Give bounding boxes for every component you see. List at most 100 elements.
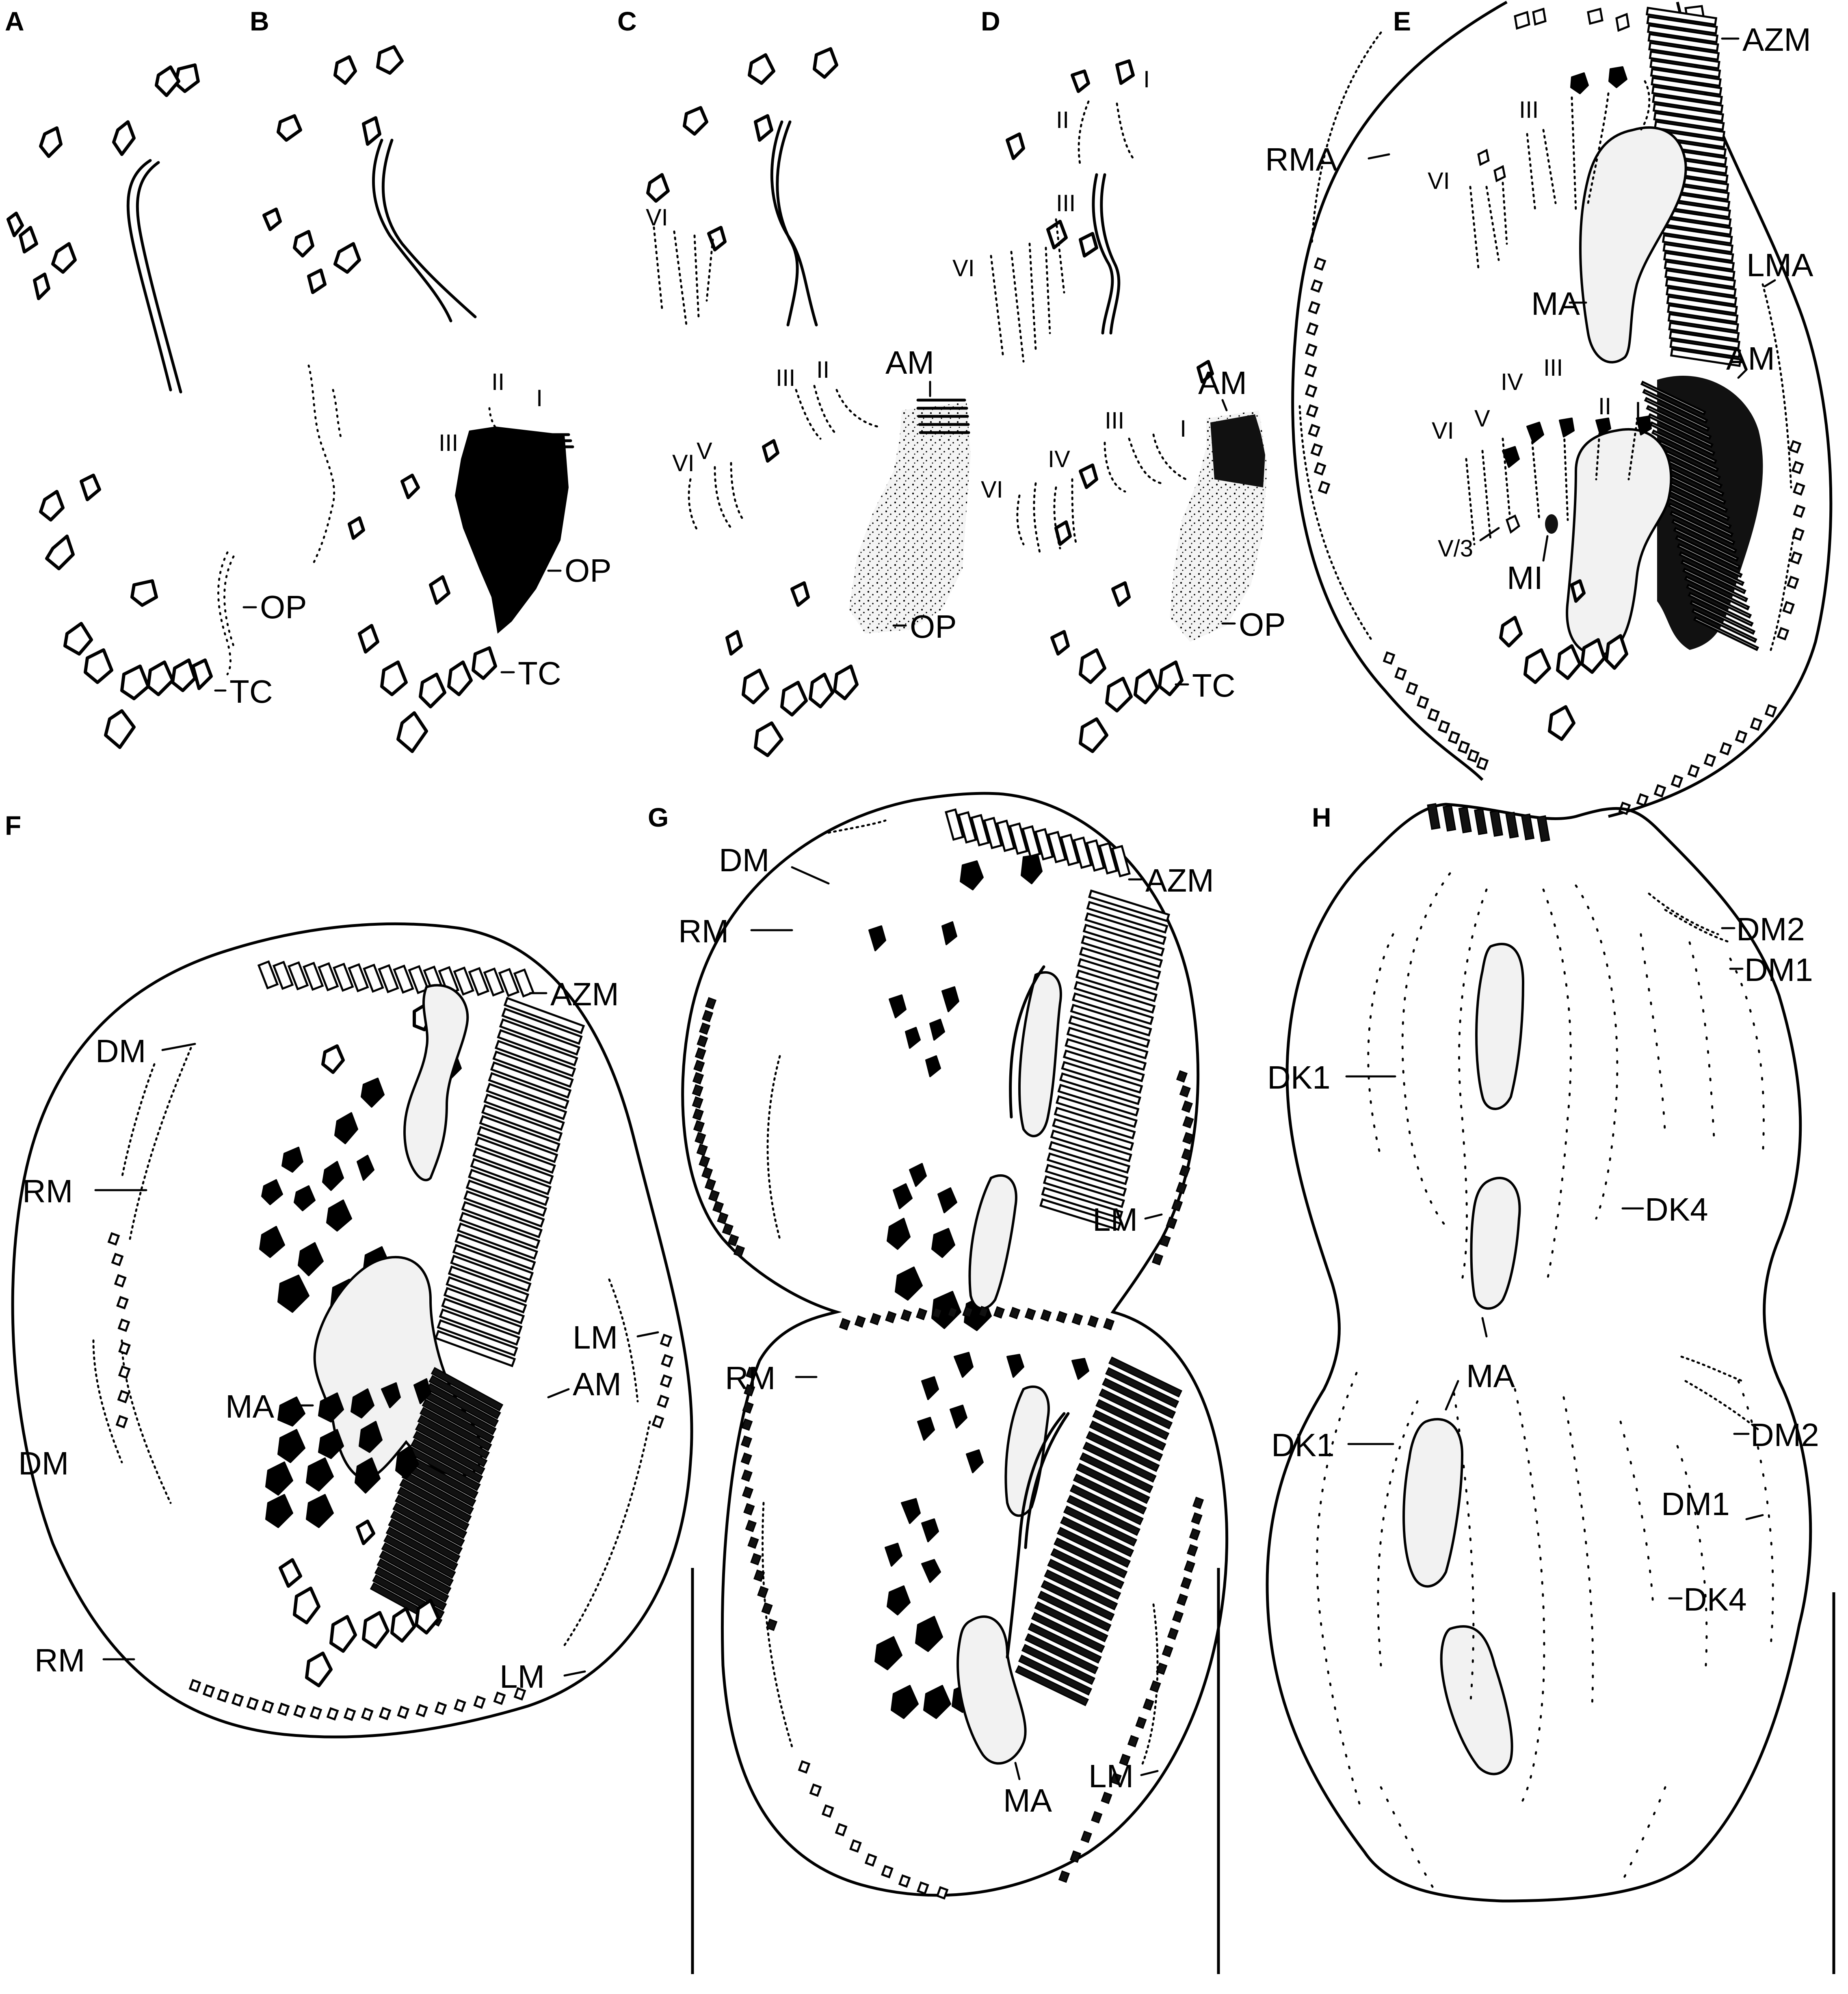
membranelle xyxy=(513,968,535,998)
membranelle xyxy=(452,1244,534,1282)
membranelle xyxy=(1647,33,1719,52)
marginal-cirrus xyxy=(651,1415,664,1429)
label-iv-e: IV xyxy=(1501,369,1523,395)
membranelle xyxy=(1474,808,1488,835)
label-iii-e-upper: III xyxy=(1519,97,1539,123)
marginal-cirrus xyxy=(1191,1512,1203,1525)
membranelle xyxy=(1071,992,1154,1025)
panel-letter-e: E xyxy=(1393,6,1411,36)
marginal-cirrus xyxy=(1750,717,1763,731)
marginal-cirrus xyxy=(1318,481,1331,494)
svg-text:LMA: LMA xyxy=(1746,247,1813,283)
marginal-cirrus xyxy=(1405,682,1418,695)
oral-primordium-d xyxy=(1170,410,1267,642)
marginal-cirrus xyxy=(660,1374,673,1388)
membranelle xyxy=(1442,805,1456,832)
membranelle xyxy=(348,963,369,992)
membranelle xyxy=(1667,304,1739,323)
marginal-cirrus xyxy=(916,1881,929,1895)
panel-letter-b: B xyxy=(250,6,269,36)
marginal-cirrus xyxy=(415,1704,428,1717)
marginal-rows-g xyxy=(762,819,1159,1768)
marginal-cirrus xyxy=(379,1706,392,1721)
marginal-cirrus xyxy=(993,1306,1005,1319)
membranelle xyxy=(428,1375,501,1420)
marginal-cirrus xyxy=(1394,667,1407,681)
marginal-cirrus xyxy=(1119,1754,1131,1766)
marginal-cirrus xyxy=(1671,774,1684,788)
marginal-cirrus xyxy=(693,1120,705,1133)
membranelle xyxy=(1068,1015,1151,1048)
marginal-cirrus xyxy=(692,1084,703,1097)
membranelle xyxy=(501,1007,583,1045)
marginal-cirrus xyxy=(962,1306,974,1319)
nuclei-g-proter xyxy=(968,965,1062,1310)
marginal-cirrus xyxy=(309,1706,322,1720)
membranelle xyxy=(1052,1118,1134,1151)
marginal-cirrus xyxy=(493,1691,506,1705)
marginal-cirrus xyxy=(692,1108,704,1121)
marginal-cirrus xyxy=(117,1318,130,1332)
oral-primordium-c xyxy=(849,398,971,634)
label-ii-b: II xyxy=(491,369,504,395)
marginal-cirrus xyxy=(1636,793,1649,807)
membranelle xyxy=(1108,1356,1183,1398)
marginal-cirrus xyxy=(246,1697,259,1710)
marginal-cirrus xyxy=(750,1553,762,1565)
marginal-cirrus xyxy=(881,1865,894,1879)
label-dm2-h-lower: DM2 xyxy=(1733,1417,1819,1453)
membranelle xyxy=(1668,330,1741,350)
membranelle xyxy=(1065,1038,1147,1071)
membranelle xyxy=(1671,518,1738,554)
svg-text:DM: DM xyxy=(95,1033,146,1069)
marginal-cirrus xyxy=(936,1886,949,1900)
marginal-cirrus xyxy=(740,1435,753,1448)
membranelle xyxy=(1034,1601,1108,1643)
membranelle xyxy=(1647,24,1719,43)
panel-d: D xyxy=(952,6,1286,753)
label-iii-c: III xyxy=(776,365,795,391)
panel-letter-h: H xyxy=(1312,802,1331,832)
marginal-cirrus xyxy=(1181,1100,1193,1113)
membranelle xyxy=(983,816,1003,849)
marginal-cirrus xyxy=(1782,601,1795,615)
membranelle xyxy=(318,962,339,992)
ma-h-1 xyxy=(1475,943,1525,1110)
marginal-cirrus xyxy=(1143,1698,1154,1711)
label-v-c: V xyxy=(697,438,712,464)
label-ii-e: II xyxy=(1598,393,1611,420)
marginal-cirrus xyxy=(114,1274,127,1288)
marginal-cirrus xyxy=(1305,343,1318,357)
membranelle xyxy=(333,962,354,992)
label-op-c: OP xyxy=(892,608,957,645)
membranelle xyxy=(1689,600,1756,635)
label-tc-b: TC xyxy=(500,655,561,691)
label-rm-g-upper: RM xyxy=(678,913,793,949)
membranelle xyxy=(1037,1591,1112,1632)
label-rm-f-lower: RM xyxy=(35,1642,135,1678)
macronucleus-upper-e xyxy=(1579,126,1687,364)
membranelle xyxy=(461,1201,543,1238)
marginal-rows-f xyxy=(92,1047,651,1646)
marginal-cirrus xyxy=(1457,740,1470,754)
label-lm-f-upper: LM xyxy=(573,1319,659,1355)
transverse-cirri-b xyxy=(358,575,497,753)
label-azm-e: AZM xyxy=(1721,22,1811,58)
membranelle xyxy=(1031,1612,1105,1653)
membranelle xyxy=(1063,1505,1137,1547)
transverse-cirri-a xyxy=(39,474,213,749)
marginal-cirrus xyxy=(931,1307,943,1319)
label-lma-e: LMA xyxy=(1746,247,1813,288)
svg-text:RM: RM xyxy=(725,1360,775,1396)
membranelle xyxy=(1081,935,1163,968)
marginal-cirrus xyxy=(1427,708,1440,722)
marginal-cirrus xyxy=(835,1823,848,1837)
oral-primordium-b xyxy=(455,407,574,634)
membranelle xyxy=(1061,1061,1143,1094)
membranelle xyxy=(1640,380,1707,416)
panel-letter-d: D xyxy=(981,6,1000,36)
membranelle xyxy=(1073,836,1093,869)
membranelle xyxy=(1667,313,1739,332)
label-i-d-lower: I xyxy=(1180,416,1186,442)
membranelle xyxy=(1085,839,1105,872)
